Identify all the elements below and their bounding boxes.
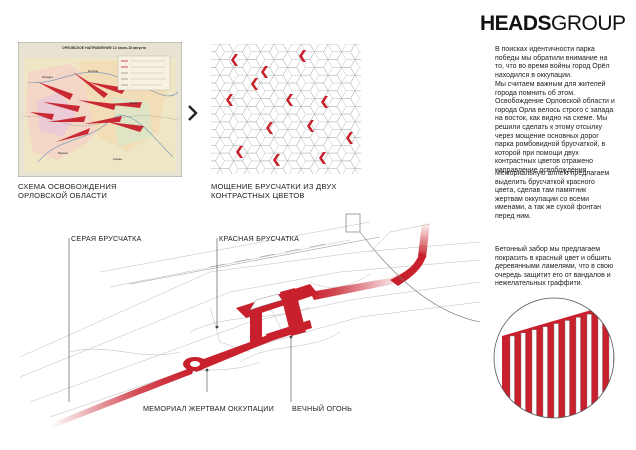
paving-chevron bbox=[319, 152, 326, 164]
svg-text:Болхов: Болхов bbox=[88, 69, 98, 73]
svg-text:Орёл: Орёл bbox=[130, 101, 138, 105]
fence-lamella bbox=[531, 329, 537, 418]
svg-text:Кромы: Кромы bbox=[113, 157, 122, 161]
text-paragraph-2: Мы считаем важным для жителей города пом… bbox=[495, 81, 615, 174]
brand-logo: HEADSGROUP bbox=[480, 12, 626, 36]
paving-chevron bbox=[321, 96, 328, 108]
fence-detail bbox=[482, 296, 626, 420]
paving-pattern bbox=[211, 44, 361, 174]
paving-chevron bbox=[226, 94, 233, 106]
label-red-paving: КРАСНАЯ БРУСЧАТКА bbox=[219, 234, 300, 243]
paving-caption: МОЩЕНИЕ БРУСЧАТКИ ИЗ ДВУХ КОНТРАСТНЫХ ЦВ… bbox=[211, 182, 337, 200]
paving-chevron bbox=[266, 122, 273, 134]
paving-chevron bbox=[231, 54, 238, 66]
text-paragraph-3: Мемориальную аллею предлагаем выделить б… bbox=[495, 170, 610, 220]
map-caption: СХЕМА ОСВОБОЖДЕНИЯ ОРЛОВСКОЙ ОБЛАСТИ bbox=[18, 182, 117, 200]
svg-text:Брянск: Брянск bbox=[58, 151, 68, 155]
fence-lamella bbox=[520, 332, 526, 418]
fence-lamella bbox=[509, 335, 515, 418]
fence-lamella bbox=[564, 320, 570, 418]
chevron-right-icon bbox=[187, 104, 199, 122]
paving-chevron bbox=[299, 50, 306, 62]
paving-chevron bbox=[261, 66, 268, 78]
brand-part-heads: HEADS bbox=[480, 12, 552, 35]
paving-chevron bbox=[273, 154, 280, 166]
label-memorial: МЕМОРИАЛ ЖЕРТВАМ ОККУПАЦИИ bbox=[143, 404, 275, 413]
text-paragraph-1: В поисках идентичности парка победы мы о… bbox=[495, 46, 610, 79]
fence-lamella bbox=[608, 307, 614, 418]
svg-text:Жиздра: Жиздра bbox=[42, 75, 53, 79]
site-plan bbox=[10, 212, 490, 437]
paving-chevron bbox=[307, 120, 314, 132]
fence-lamella bbox=[575, 317, 581, 418]
brand-part-group: GROUP bbox=[551, 12, 626, 35]
label-gray-paving: СЕРАЯ БРУСЧАТКА bbox=[71, 234, 142, 243]
paving-chevron bbox=[236, 146, 243, 158]
label-eternal-fire: ВЕЧНЫЙ ОГОНЬ bbox=[292, 404, 353, 413]
fence-lamella bbox=[597, 310, 603, 418]
paving-chevron bbox=[286, 94, 293, 106]
liberation-map: Жиздра Болхов Орёл Брянск Кромы ОРЛОВСКО… bbox=[18, 42, 182, 177]
paving-chevron bbox=[251, 78, 258, 90]
fence-lamella bbox=[553, 323, 559, 418]
fence-lamella bbox=[586, 314, 592, 418]
fence-lamella bbox=[542, 326, 548, 418]
map-legend-title: ОРЛОВСКОЕ НАПРАВЛЕНИЕ 12 июля-18 августа bbox=[62, 46, 146, 50]
paving-chevron bbox=[346, 132, 353, 144]
text-paragraph-4: Бетонный забор мы предлагаем покрасить в… bbox=[495, 246, 614, 288]
